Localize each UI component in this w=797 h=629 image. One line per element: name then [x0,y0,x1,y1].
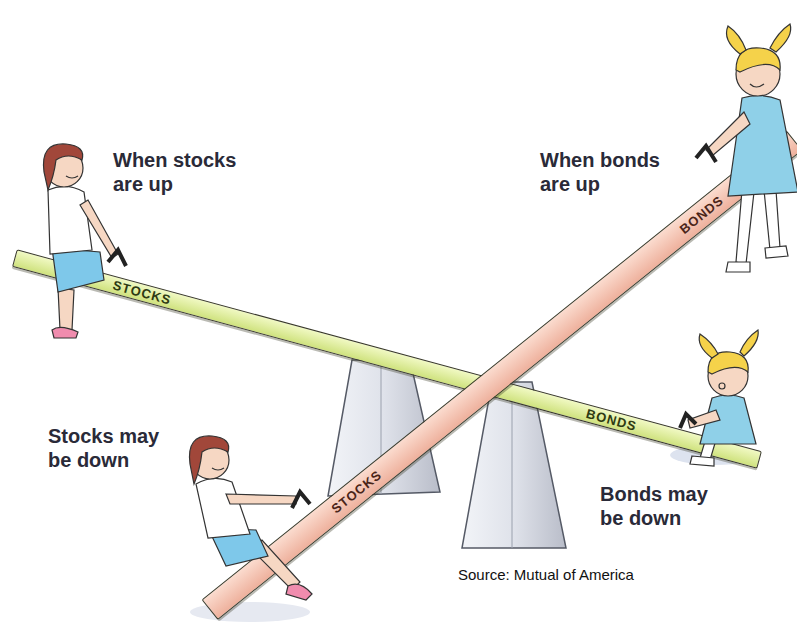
shoe [52,327,78,338]
handle [696,146,716,162]
woman-figure [43,144,126,338]
callout-text: When stocks are up [113,148,248,196]
shirt [48,186,92,254]
woman-figure [189,436,312,600]
leg [736,190,754,264]
shoe [726,262,750,272]
callout-text: Bonds may be down [600,482,720,530]
plank-label: BONDS [677,193,727,237]
callout-text: Stocks may be down [48,424,173,472]
smile [750,84,764,87]
handle [680,414,696,428]
shoe [765,246,788,258]
plank-label: STOCKS [329,467,385,516]
leg [58,288,74,330]
pigtail [727,26,747,54]
pigtail [770,24,791,52]
handle [108,250,126,266]
pigtail [699,334,718,358]
mouth [719,383,725,389]
shirt [196,478,250,538]
shoe [286,584,312,600]
girl-figure [680,330,758,466]
shorts [52,248,104,292]
shoe [690,456,714,466]
arm [706,112,750,156]
dress [728,95,797,196]
source-note: Source: Mutual of America [458,566,634,584]
hair [43,144,82,190]
arm [226,494,296,504]
plank-label: STOCKS [111,278,173,308]
smile [66,176,78,178]
pigtail [740,330,758,356]
plank-label: BONDS [584,406,638,434]
leg [764,190,780,250]
hair [189,436,228,484]
arm [80,200,118,258]
smile [212,468,224,470]
handle [292,492,310,508]
callout-text: When bonds are up [540,148,675,196]
stand-edge [512,382,513,548]
girl-figure [696,24,797,272]
